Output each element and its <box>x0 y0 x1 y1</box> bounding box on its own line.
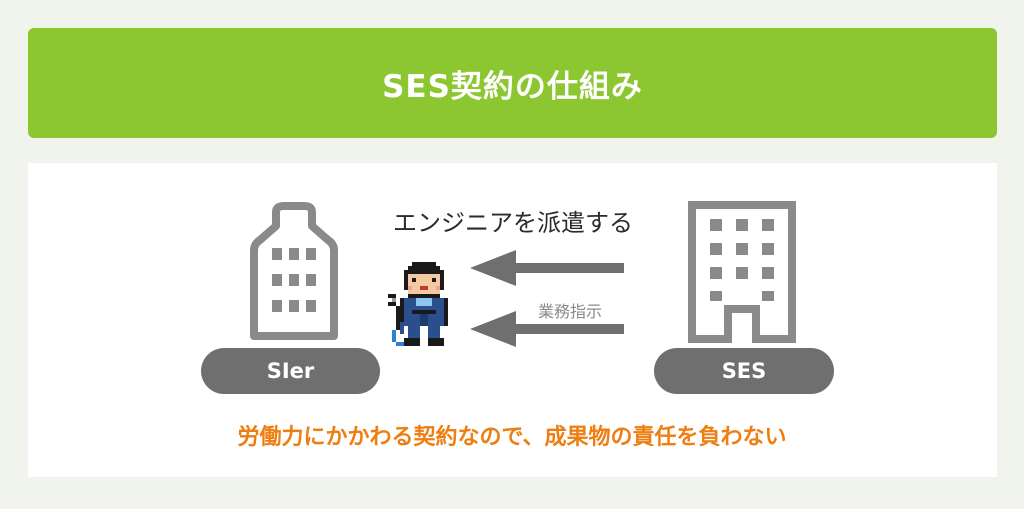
page-title: SES契約の仕組み <box>382 68 643 105</box>
instruction-arrow <box>470 311 624 347</box>
dispatch-arrow <box>470 250 624 286</box>
sier-label: SIer <box>266 359 315 383</box>
sier-label-pill: SIer <box>201 348 380 394</box>
title-banner: SES契約の仕組み <box>28 28 997 138</box>
pixel-engineer-icon <box>388 262 448 346</box>
building-office-icon <box>688 201 796 343</box>
work-instruction-label: 業務指示 <box>537 302 602 321</box>
ses-label: SES <box>721 359 767 383</box>
building-gabled-icon <box>250 202 338 340</box>
dispatch-engineer-label: エンジニアを派遣する <box>393 209 633 237</box>
contract-note: 労働力にかかわる契約なので、成果物の責任を負わない <box>237 425 787 450</box>
ses-label-pill: SES <box>654 348 834 394</box>
